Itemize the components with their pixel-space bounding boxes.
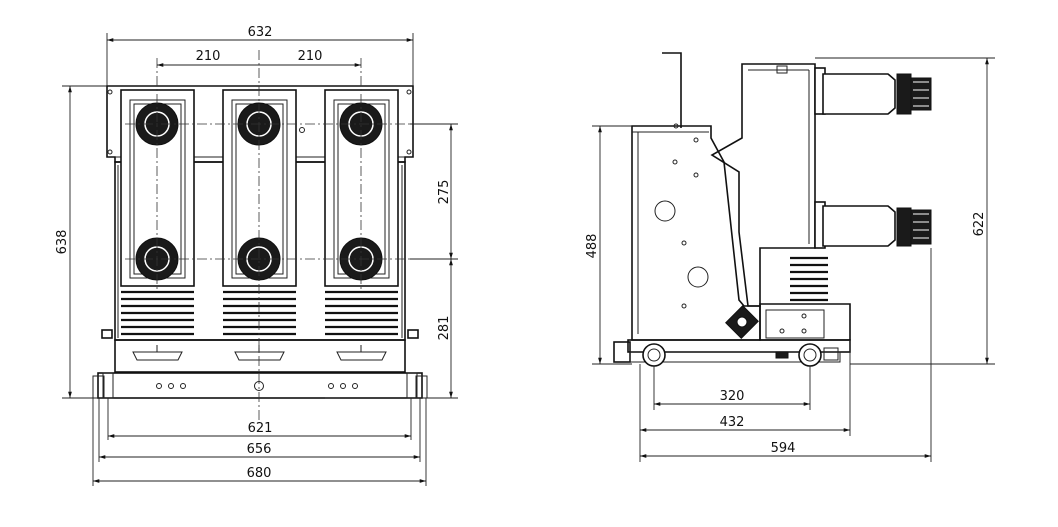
side-view: 488 622 320 432 594	[585, 52, 995, 462]
pole-column-left	[120, 89, 195, 287]
insulator-fins	[121, 290, 398, 336]
dim-front-width-656: 656	[247, 442, 272, 457]
lower-bushing	[822, 205, 896, 247]
dim-front-height: 638	[55, 230, 70, 255]
upper-bushing	[822, 73, 896, 115]
trolley-wheel-front	[642, 343, 666, 367]
mechanism-box	[114, 339, 406, 373]
dim-side-width-320: 320	[720, 389, 745, 404]
dim-front-pitch-right: 210	[298, 49, 323, 64]
pole-column-middle	[222, 89, 297, 287]
front-view: 632 210 210 638 275 281 621 656 680	[55, 25, 458, 486]
dim-side-height-622: 622	[972, 212, 987, 237]
lower-frame	[759, 303, 851, 341]
insulator-spring	[790, 256, 828, 302]
trolley-wheel-rear	[798, 343, 822, 367]
dim-side-width-594: 594	[771, 441, 796, 456]
trolley-base	[97, 372, 423, 399]
dim-front-upper-height: 275	[437, 180, 452, 205]
dim-front-top-width: 632	[248, 25, 273, 40]
dim-front-width-680: 680	[247, 466, 272, 481]
side-handle	[662, 52, 682, 128]
dim-front-pitch-left: 210	[196, 49, 221, 64]
dim-front-lower-height: 281	[437, 316, 452, 341]
pole-column-right	[324, 89, 399, 287]
pole-housing	[710, 63, 816, 307]
dim-front-width-621: 621	[248, 421, 273, 436]
dim-side-height-488: 488	[585, 234, 600, 259]
dim-side-width-432: 432	[720, 415, 745, 430]
